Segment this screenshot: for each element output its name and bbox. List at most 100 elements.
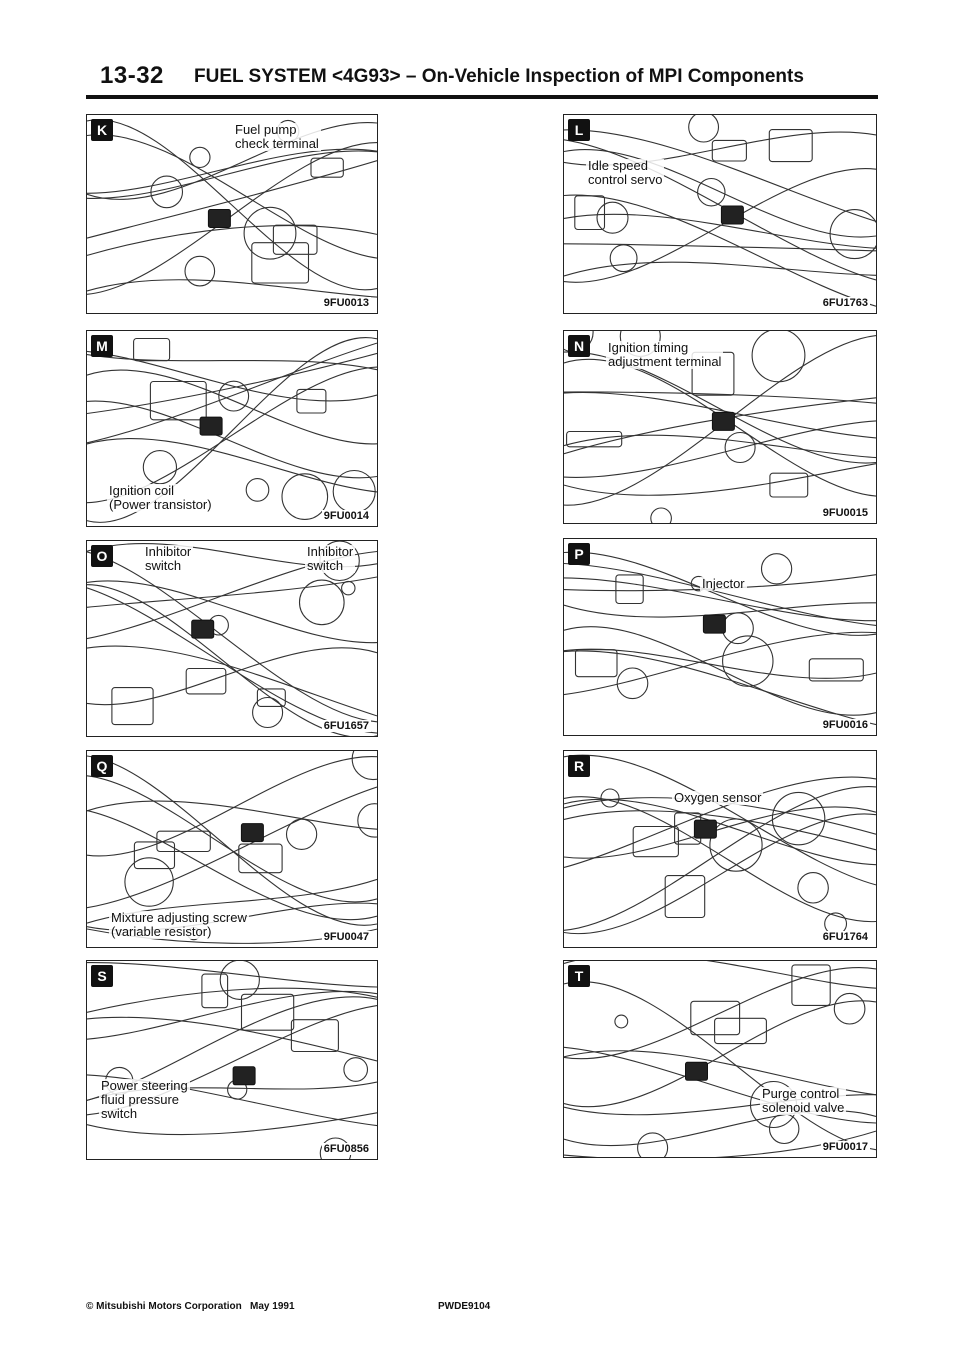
- illustration-stroke: [87, 645, 377, 717]
- illustration-stroke: [218, 380, 250, 412]
- illustration-stroke: [87, 369, 377, 445]
- illustration-stroke: [111, 687, 154, 726]
- figure-panel-n: N Ignition timing adjustment terminal 9F…: [563, 330, 877, 524]
- illustration-stroke: [722, 635, 774, 687]
- illustration-stroke: [87, 551, 377, 723]
- illustration-stroke: [87, 786, 377, 909]
- illustration-stroke: [564, 213, 876, 249]
- illustration-stroke: [252, 696, 284, 729]
- illustration-stroke: [87, 647, 377, 706]
- illustration-stroke: [87, 962, 377, 988]
- illustration-stroke: [207, 209, 231, 228]
- figure-code: 6FU1657: [321, 720, 371, 732]
- copyright-notice: © Mitsubishi Motors Corporation May 1991: [86, 1301, 295, 1312]
- illustration-stroke: [650, 507, 672, 523]
- illustration-stroke: [564, 463, 876, 496]
- illustration-stroke: [238, 843, 283, 874]
- illustration-stroke: [697, 177, 726, 207]
- panel-letter-badge: K: [91, 119, 113, 141]
- illustration-stroke: [256, 688, 286, 707]
- illustration-stroke: [760, 553, 793, 585]
- illustration-stroke: [243, 206, 297, 260]
- illustration-stroke: [564, 168, 876, 283]
- figure-panel-l: L Idle speed control servo 6FU1763: [563, 114, 877, 314]
- panel-letter-badge: M: [91, 335, 113, 357]
- illustration-stroke: [191, 619, 215, 639]
- figure-code: 9FU0016: [820, 719, 870, 731]
- page-header: 13-32 FUEL SYSTEM <4G93> – On-Vehicle In…: [86, 58, 878, 98]
- illustration-stroke: [564, 798, 876, 866]
- illustration-stroke: [564, 650, 876, 726]
- figure-panel-r: R Oxygen sensor 6FU1764: [563, 750, 877, 948]
- figure-code: 6FU0856: [321, 1143, 371, 1155]
- illustration-stroke: [564, 391, 876, 439]
- illustration-stroke: [87, 122, 377, 200]
- illustration-stroke: [87, 587, 377, 734]
- illustration-stroke: [693, 819, 717, 839]
- illustration-stroke: [564, 243, 876, 252]
- illustration-stroke: [720, 205, 744, 225]
- illustration-stroke: [87, 809, 377, 921]
- illustration-stroke: [564, 806, 876, 859]
- figure-code: 9FU0015: [820, 507, 870, 519]
- illustration-stroke: [87, 756, 377, 857]
- illustration-stroke: [87, 279, 377, 298]
- callout-ignition-coil: Ignition coil (Power transistor): [107, 483, 214, 512]
- illustration-stroke: [833, 992, 866, 1025]
- illustration-stroke: [564, 261, 876, 277]
- figure-panel-p: P Injector 9FU0016: [563, 538, 877, 736]
- illustration-stroke: [564, 631, 876, 696]
- illustration-stroke: [185, 667, 227, 695]
- illustration-stroke: [564, 129, 876, 222]
- illustration-stroke: [721, 612, 754, 645]
- callout-power-steering-switch: Power steering fluid pressure switch: [99, 1078, 190, 1121]
- illustration-stroke: [614, 1014, 629, 1029]
- illustration-stroke: [87, 336, 377, 523]
- illustration-stroke: [87, 342, 377, 444]
- callout-mixture-adjusting-screw: Mixture adjusting screw (variable resist…: [109, 910, 249, 939]
- illustration-stroke: [87, 1016, 377, 1062]
- illustration-stroke: [87, 987, 377, 1013]
- illustration-stroke: [714, 1017, 767, 1045]
- illustration-stroke: [251, 242, 310, 284]
- illustration-stroke: [87, 584, 377, 736]
- page-title: FUEL SYSTEM <4G93> – On-Vehicle Inspecti…: [194, 66, 804, 87]
- illustration-stroke: [351, 751, 377, 781]
- illustration-stroke: [564, 796, 876, 923]
- illustration-stroke: [281, 473, 329, 520]
- figure-code: 9FU0014: [321, 510, 371, 522]
- illustration-stroke: [564, 577, 876, 622]
- illustration-stroke: [133, 337, 171, 362]
- illustration-stroke: [709, 818, 763, 872]
- illustration-stroke: [285, 818, 318, 850]
- illustration-stroke: [564, 981, 876, 1151]
- illustration-stroke: [711, 139, 747, 162]
- illustration-stroke: [596, 201, 629, 234]
- panel-letter-badge: S: [91, 965, 113, 987]
- illustration-stroke: [156, 830, 211, 853]
- engine-illustration-l: [564, 115, 876, 307]
- figure-panel-t: T Purge control solenoid valve 9FU0017: [563, 960, 877, 1158]
- illustration-stroke: [566, 430, 623, 448]
- illustration-stroke: [564, 602, 876, 618]
- callout-inhibitor-switch-left: Inhibitor switch: [143, 544, 194, 573]
- illustration-stroke: [232, 1066, 256, 1086]
- illustration-stroke: [564, 351, 876, 464]
- illustration-stroke: [574, 195, 606, 231]
- callout-oxygen-sensor: Oxygen sensor: [672, 790, 764, 805]
- illustration-stroke: [240, 823, 264, 843]
- illustration-stroke: [298, 579, 345, 626]
- callout-ignition-timing-terminal: Ignition timing adjustment terminal: [606, 340, 724, 369]
- illustration-stroke: [690, 1000, 741, 1036]
- figure-panel-k: K Fuel pump check terminal 9FU0013: [86, 114, 378, 314]
- panel-letter-badge: Q: [91, 755, 113, 777]
- illustration-stroke: [564, 1046, 876, 1124]
- figure-panel-m: M Ignition coil (Power transistor) 9FU00…: [86, 330, 378, 527]
- illustration-stroke: [332, 469, 376, 514]
- illustration-stroke: [296, 388, 327, 414]
- illustration-stroke: [124, 857, 174, 907]
- illustration-stroke: [797, 872, 829, 904]
- illustration-stroke: [87, 800, 377, 830]
- panel-letter-badge: N: [568, 335, 590, 357]
- illustration-stroke: [769, 472, 809, 498]
